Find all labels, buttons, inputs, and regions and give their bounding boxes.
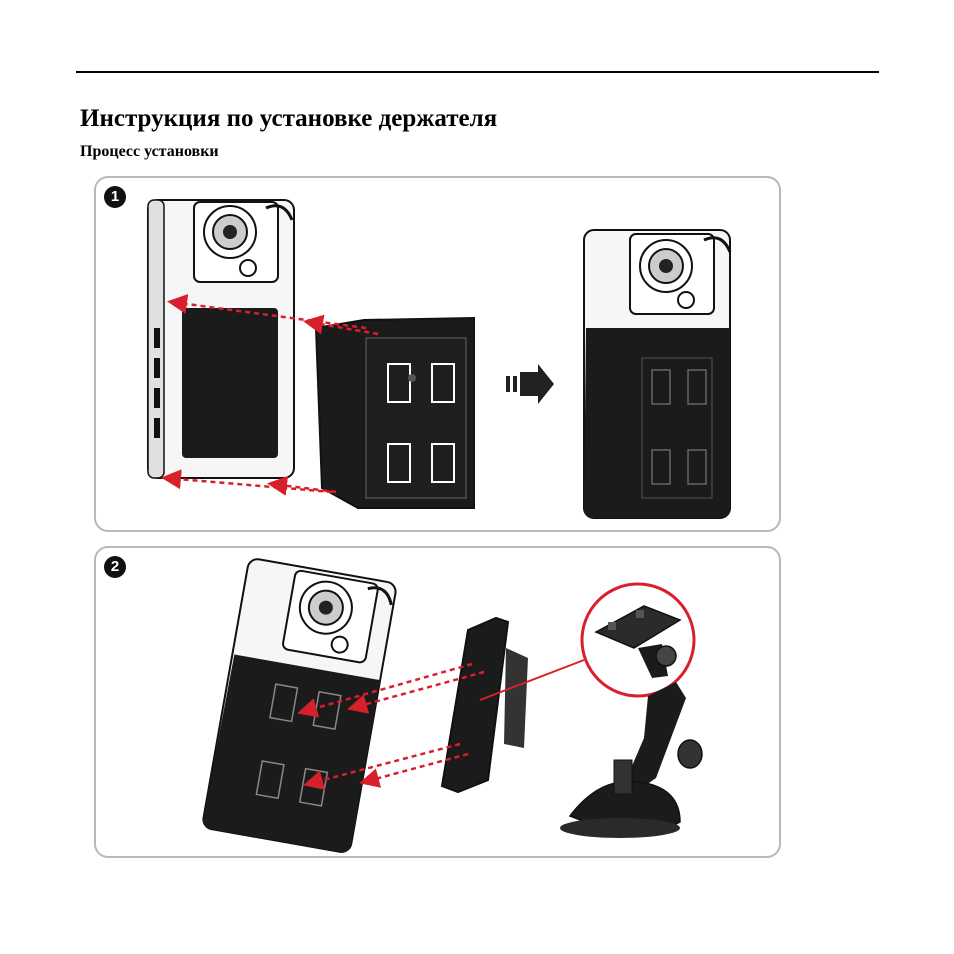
camera-with-holder: [202, 558, 397, 854]
step-1-panel: 1: [94, 176, 781, 532]
step-1-badge: 1: [104, 186, 126, 208]
step-1-illustration: [96, 178, 781, 532]
camera-back-left: [148, 200, 294, 478]
page-title: Инструкция по установке держателя: [80, 104, 497, 134]
camera-assembled-right: [584, 230, 730, 518]
step-2-panel: 2: [94, 546, 781, 858]
holder-plate: [316, 318, 474, 508]
suction-mount: [560, 682, 702, 838]
step-2-badge: 2: [104, 556, 126, 578]
mount-plate: [442, 618, 528, 792]
header-rule: [76, 71, 879, 73]
page-subtitle: Процесс установки: [80, 142, 219, 161]
next-step-arrow: [506, 364, 554, 404]
step-2-illustration: [96, 548, 781, 858]
